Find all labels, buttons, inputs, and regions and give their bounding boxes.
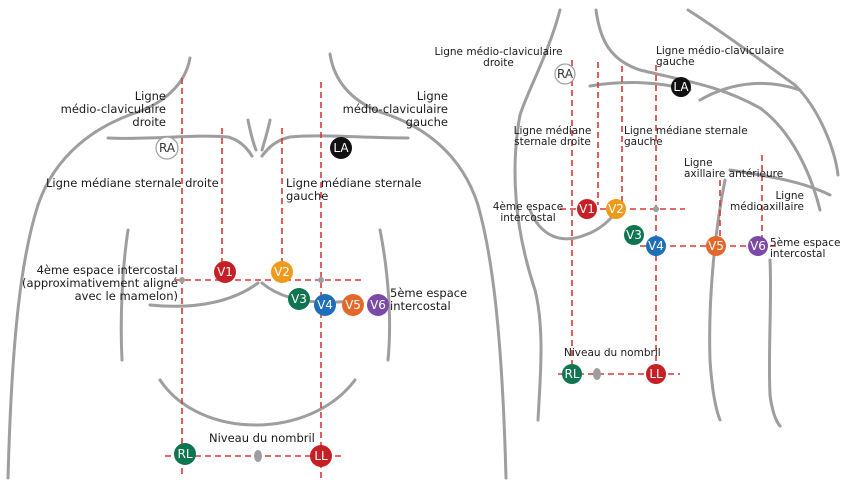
left-electrode-V5: V5 [342, 294, 364, 316]
right-label-axillary-ant: Ligne axillaire antérieure [684, 158, 783, 180]
right-arm-back [769, 260, 780, 426]
svg-text:V3: V3 [626, 228, 642, 242]
right-label-ics5: 5ème espace intercostal [770, 238, 840, 260]
svg-text:V5: V5 [708, 239, 724, 253]
right-back-line [688, 10, 838, 175]
left-dot-ics4-left [318, 277, 324, 283]
left-label-mcl-left: Ligne médio-claviculaire gauche [330, 90, 448, 129]
left-label-sternal-right: Ligne médiane sternale droite [46, 177, 219, 190]
right-label-sternal-left: Ligne médiane sternale gauche [624, 126, 748, 148]
left-label-mcl-right: Ligne médio-claviculaire droite [60, 90, 166, 129]
right-electrode-LL: LL [646, 364, 666, 384]
right-electrode-V2: V2 [606, 199, 626, 219]
right-electrode-V4: V4 [646, 236, 666, 256]
svg-text:V6: V6 [750, 239, 766, 253]
svg-text:V1: V1 [579, 202, 595, 216]
svg-text:V4: V4 [648, 239, 664, 253]
svg-text:RA: RA [557, 67, 574, 81]
left-navel-dot [254, 450, 262, 462]
left-electrode-V3: V3 [288, 288, 310, 310]
right-electrode-V5: V5 [706, 236, 726, 256]
right-electrode-V6: V6 [748, 236, 768, 256]
svg-text:V2: V2 [608, 202, 624, 216]
left-electrode-LL: LL [310, 445, 332, 467]
svg-text:RL: RL [564, 367, 579, 381]
right-label-mcl-right: Ligne médio-claviculaire droite [426, 47, 571, 69]
right-dot-ics4 [653, 206, 659, 212]
svg-text:RA: RA [159, 141, 176, 155]
left-sternal-notch [248, 120, 256, 150]
svg-text:V5: V5 [345, 298, 361, 312]
svg-text:LA: LA [673, 80, 689, 94]
right-navel-dot [593, 368, 601, 380]
left-electrode-V6: V6 [367, 294, 389, 316]
svg-text:V6: V6 [370, 298, 386, 312]
left-electrode-RA: RA [156, 137, 178, 159]
right-label-sternal-right: Ligne médiane sternale droite [500, 126, 605, 148]
left-electrode-RL: RL [174, 443, 196, 465]
right-guides [558, 60, 780, 380]
right-label-ics4: 4ème espace intercostal [480, 202, 576, 224]
left-electrode-V4: V4 [314, 294, 336, 316]
left-electrode-V1: V1 [214, 261, 236, 283]
left-label-ics5: 5ème espace intercostal [390, 287, 467, 313]
left-dot-ics4-right [179, 277, 185, 283]
right-arm-front [710, 180, 725, 420]
left-label-sternal-left: Ligne médiane sternale gauche [286, 177, 421, 203]
left-clavicle-right [108, 136, 252, 156]
left-label-navel: Niveau du nombril [209, 432, 315, 445]
left-electrode-LA: LA [330, 137, 352, 159]
svg-text:LL: LL [649, 367, 663, 381]
svg-text:LL: LL [314, 449, 328, 463]
svg-text:V1: V1 [217, 265, 233, 279]
right-shoulder-arm [700, 83, 800, 100]
svg-text:V4: V4 [317, 298, 333, 312]
left-navel-curve [160, 380, 355, 425]
right-label-mcl-left: Ligne médio-claviculaire gauche [656, 46, 784, 68]
left-electrode-V2: V2 [271, 261, 293, 283]
left-label-ics4: 4ème espace intercostal (approximativeme… [10, 264, 178, 303]
right-electrode-RL: RL [562, 364, 582, 384]
right-electrode-V1: V1 [577, 199, 597, 219]
svg-text:LA: LA [333, 141, 349, 155]
svg-text:RL: RL [177, 447, 192, 461]
right-label-navel: Niveau du nombril [564, 348, 661, 359]
left-sternal-notch-2 [262, 120, 270, 150]
right-electrode-V3: V3 [624, 225, 644, 245]
right-label-midaxillary: Ligne médioaxillaire [724, 191, 804, 213]
right-electrode-LA: LA [671, 77, 691, 97]
svg-text:V3: V3 [291, 292, 307, 306]
svg-text:V2: V2 [274, 265, 290, 279]
